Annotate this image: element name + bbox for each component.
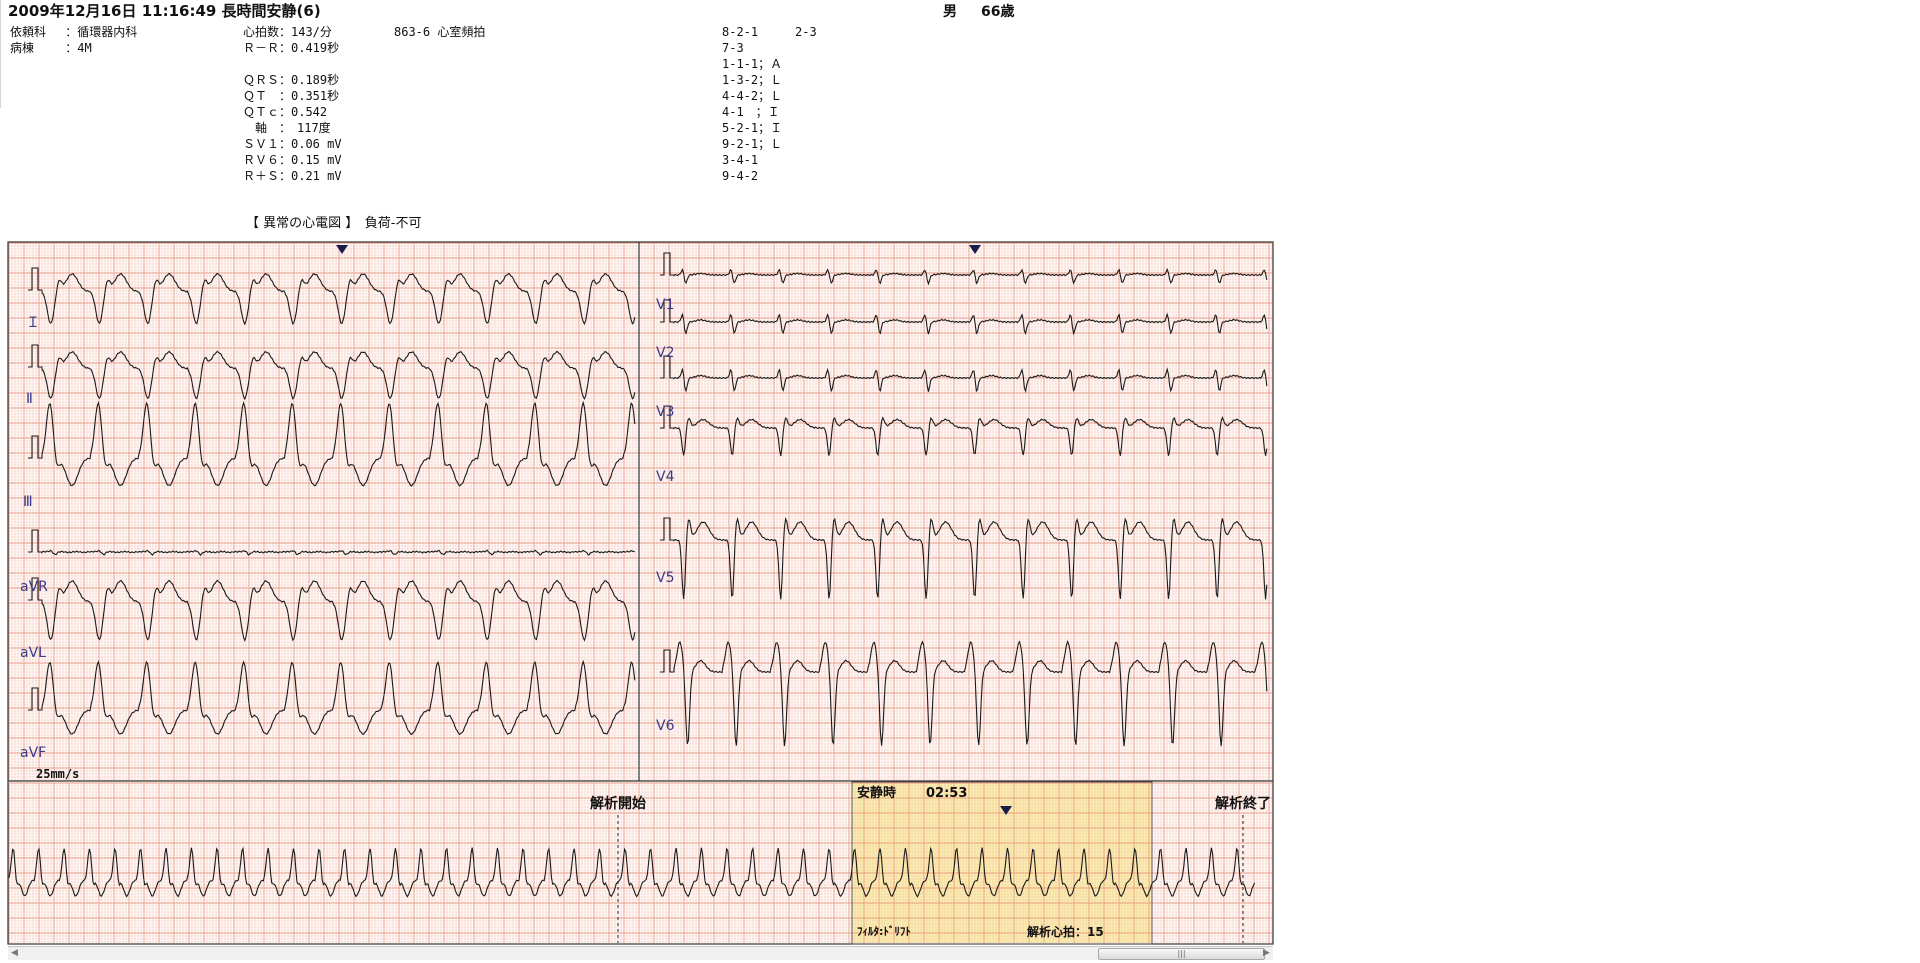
- beat-marker-icon: [336, 245, 348, 254]
- lead-label-v2: V2: [656, 345, 675, 361]
- ecg-trace-avl: [28, 577, 636, 642]
- minnesota-code: 8-2-1: [722, 25, 759, 39]
- scroll-left-arrow-icon[interactable]: ◀: [11, 948, 18, 958]
- sv1-amplitude: ＳＶ１：0.06 mV: [243, 137, 342, 151]
- ecg-trace-iii: [28, 400, 636, 487]
- diagnosis-finding: 863-6 心室頻拍: [394, 25, 486, 39]
- rr-interval: Ｒ－Ｒ：0.419秒: [243, 41, 340, 55]
- lead-label-v3: V3: [656, 404, 675, 420]
- ecg-grid-minor: [9, 243, 1273, 781]
- electrical-axis: 軸 ： 117度: [243, 121, 331, 135]
- rv6-amplitude: ＲＶ６：0.15 mV: [243, 153, 342, 167]
- paper-speed: 25mm/s: [36, 767, 80, 781]
- rhythm-grid-major: [8, 782, 1272, 943]
- rhythm-trace: [8, 846, 1256, 898]
- report-caption: 【 異常の心電図 】 負荷-不可: [246, 216, 422, 231]
- lead-label-iii: Ⅲ: [23, 494, 33, 510]
- rest-time: 02:53: [926, 786, 968, 801]
- ecg-trace-v2: [660, 299, 1268, 336]
- ecg-trace-v3: [660, 355, 1268, 394]
- lead-label-ii: Ⅱ: [26, 391, 33, 407]
- patient-sex: 男: [943, 4, 957, 20]
- scrollbar-thumb[interactable]: |||: [1098, 948, 1265, 960]
- minnesota-code: 5-2-1；Ｉ: [722, 121, 783, 135]
- analysis-start-label: 解析開始: [590, 796, 646, 812]
- ecg-trace-avr: [28, 529, 636, 557]
- patient-age: 66歳: [981, 4, 1015, 20]
- ecg-trace-v5: [660, 516, 1268, 600]
- lead-label-v5: V5: [656, 570, 675, 586]
- ecg-frame: [7, 241, 1274, 945]
- ecg-trace-v4: [660, 405, 1268, 457]
- ecg-grid-major: [8, 242, 1272, 780]
- scroll-right-arrow-icon[interactable]: ▶: [1263, 948, 1270, 958]
- minnesota-code: 1-1-1；Ａ: [722, 57, 783, 71]
- lead-label-avf: aVF: [20, 745, 47, 761]
- r-plus-s: Ｒ＋Ｓ：0.21 mV: [243, 169, 342, 183]
- lead-label-avr: aVR: [20, 579, 48, 595]
- qtc-interval: ＱＴｃ：0.542: [243, 105, 328, 119]
- heart-rate: 心拍数：143/分: [243, 25, 332, 39]
- horizontal-scrollbar[interactable]: ◀ ||| ▶: [8, 946, 1273, 960]
- ecg-trace-avf: [28, 659, 636, 736]
- filter-label: ﾌｨﾙﾀ:ﾄﾞﾘﾌﾄ: [857, 925, 911, 938]
- ward: 病棟 ：4M: [10, 41, 92, 55]
- beat-marker-icon: [969, 245, 981, 254]
- ecg-trace-v1: [660, 252, 1268, 286]
- lead-label-avl: aVL: [20, 645, 46, 661]
- minnesota-code: 3-4-1: [722, 153, 759, 167]
- ecg-trace-ii: [28, 344, 636, 401]
- ecg-trace-v6: [660, 640, 1268, 747]
- minnesota-code: 7-3: [722, 41, 744, 55]
- rest-label: 安静時: [857, 786, 897, 801]
- minnesota-code: 1-3-2；Ｌ: [722, 73, 783, 87]
- beat-marker-icon: [1000, 806, 1012, 815]
- minnesota-code-extra: 2-3: [795, 25, 817, 39]
- lead-label-v4: V4: [656, 469, 675, 485]
- minnesota-code: 4-1 ；Ｉ: [722, 105, 780, 119]
- ecg-trace-i: [28, 267, 636, 326]
- request-dept: 依頼科 ：循環器内科: [10, 25, 138, 39]
- lead-label-v6: V6: [656, 718, 675, 734]
- lead-label-i: Ｉ: [26, 315, 40, 331]
- qrs-duration: ＱＲＳ：0.189秒: [243, 73, 340, 87]
- minnesota-code: 9-2-1；Ｌ: [722, 137, 783, 151]
- analyzed-beats: 解析心拍：15: [1027, 925, 1104, 939]
- record-title: 2009年12月16日 11:16:49 長時間安静(6): [8, 2, 321, 20]
- lead-label-v1: V1: [656, 297, 675, 313]
- minnesota-code: 4-4-2；Ｌ: [722, 89, 783, 103]
- minnesota-code: 9-4-2: [722, 169, 759, 183]
- analysis-end-label: 解析終了: [1215, 796, 1271, 812]
- qt-interval: ＱＴ ：0.351秒: [243, 89, 340, 103]
